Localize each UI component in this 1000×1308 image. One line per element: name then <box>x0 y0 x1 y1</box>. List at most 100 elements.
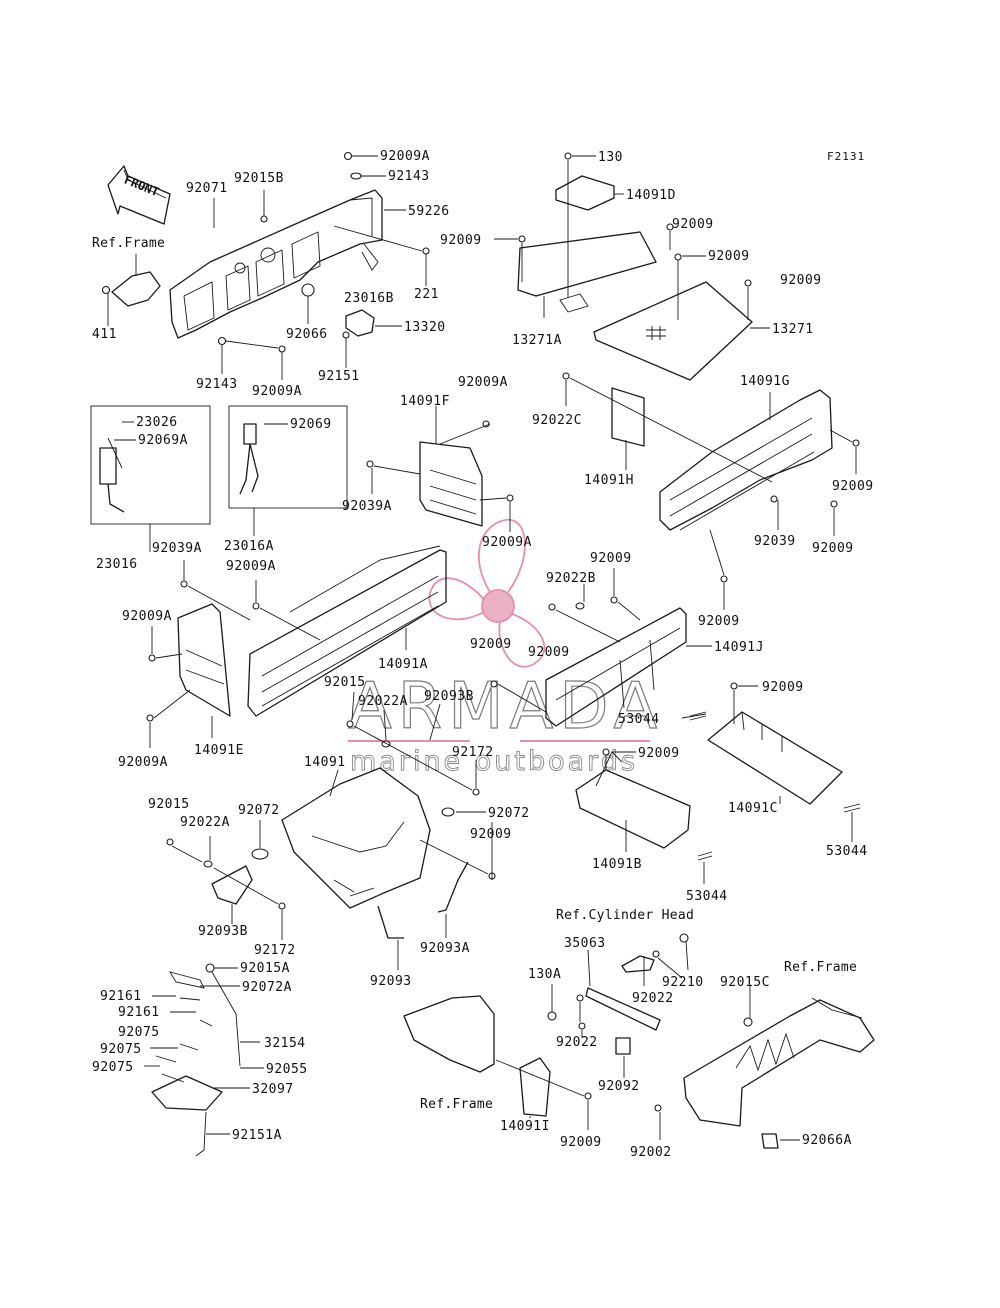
part-center-tray-14091 <box>281 767 431 909</box>
label-92075-c: 92075 <box>92 1060 134 1075</box>
label-92015a: 92015A <box>240 961 290 976</box>
label-92009-e: 92009 <box>832 479 874 494</box>
label-92009a-c: 92009A <box>458 375 508 390</box>
part-frame-crossmember <box>683 997 875 1127</box>
label-130a: 130A <box>528 967 561 982</box>
label-92009-k: 92009 <box>762 680 804 695</box>
label-92009-a: 92009 <box>672 217 714 232</box>
label-35063: 35063 <box>564 936 606 951</box>
ref-frame-left: Ref.Frame <box>92 236 165 251</box>
part-side-panel-14091f <box>419 441 483 527</box>
label-23026: 23026 <box>136 415 178 430</box>
part-cover-14091d <box>555 175 615 211</box>
leader-lines <box>107 155 857 1141</box>
part-tailgate-14091j <box>545 607 687 727</box>
ref-cylinder-head: Ref.Cylinder Head <box>556 908 694 923</box>
propeller-logo <box>428 519 546 668</box>
part-relay-23016 <box>99 447 125 513</box>
part-labels: 92071 92015B 92009A 92143 59226 221 411 … <box>92 149 874 1160</box>
label-92009-n: 92009 <box>560 1135 602 1150</box>
label-14091e: 14091E <box>194 743 244 758</box>
part-switch-13320 <box>345 309 375 337</box>
label-92161-b: 92161 <box>118 1005 160 1020</box>
label-92015-b: 92015 <box>148 797 190 812</box>
label-14091b: 14091B <box>592 857 642 872</box>
label-92015: 92015 <box>324 675 366 690</box>
label-92009-f: 92009 <box>812 541 854 556</box>
label-221: 221 <box>414 287 439 302</box>
label-92009-h: 92009 <box>470 637 512 652</box>
label-92172: 92172 <box>452 745 494 760</box>
label-130: 130 <box>598 150 623 165</box>
part-panel-14091h <box>611 387 645 447</box>
label-14091j: 14091J <box>714 640 764 655</box>
part-frame-bracket-left <box>111 271 161 307</box>
label-92022-b: 92022 <box>556 1035 598 1050</box>
part-floor-plate-13271a <box>517 231 657 313</box>
label-92039a: 92039A <box>342 499 392 514</box>
label-59226: 59226 <box>408 204 450 219</box>
label-14091a: 14091A <box>378 657 428 672</box>
label-13271: 13271 <box>772 322 814 337</box>
label-92039: 92039 <box>754 534 796 549</box>
part-rod-92093 <box>377 905 404 939</box>
part-shaft-35063 <box>585 987 661 1031</box>
label-92009a-e: 92009A <box>226 559 276 574</box>
label-23016a: 23016A <box>224 539 274 554</box>
label-92151a: 92151A <box>232 1128 282 1143</box>
diagram-code: F2131 <box>827 150 865 163</box>
label-92161-a: 92161 <box>100 989 142 1004</box>
label-92009a-d: 92009A <box>482 535 532 550</box>
part-rod-92093a <box>437 861 469 913</box>
part-pedal-group <box>151 971 241 1157</box>
watermark: ARMADA marine outboards <box>347 519 658 777</box>
part-skid-plate-14091c <box>707 711 843 805</box>
label-92055: 92055 <box>266 1062 308 1077</box>
part-side-rail-14091a <box>247 545 447 717</box>
part-bracket-14091i <box>519 1057 551 1117</box>
part-frame-bottom <box>403 995 495 1073</box>
ref-frame-bottom: Ref.Frame <box>420 1097 493 1112</box>
label-92072-b: 92072 <box>488 806 530 821</box>
label-92009-j: 92009 <box>698 614 740 629</box>
label-92143: 92143 <box>388 169 430 184</box>
label-92066: 92066 <box>286 327 328 342</box>
label-92071: 92071 <box>186 181 228 196</box>
label-92075-b: 92075 <box>100 1042 142 1057</box>
label-411: 411 <box>92 327 117 342</box>
label-92093: 92093 <box>370 974 412 989</box>
label-92022-a: 92022 <box>632 991 674 1006</box>
label-92009-c: 92009 <box>708 249 750 264</box>
label-92039a-b: 92039A <box>152 541 202 556</box>
label-92092: 92092 <box>598 1079 640 1094</box>
front-marker: FRONT <box>122 173 161 200</box>
label-92093b-b: 92093B <box>198 924 248 939</box>
front-arrow-icon: FRONT <box>107 165 171 225</box>
part-clip-92066a <box>761 1133 779 1149</box>
label-92151: 92151 <box>318 369 360 384</box>
label-92009-i: 92009 <box>528 645 570 660</box>
label-14091i: 14091I <box>500 1119 550 1134</box>
part-harness-23016a <box>239 423 259 495</box>
label-92093a: 92093A <box>420 941 470 956</box>
label-92009-m: 92009 <box>470 827 512 842</box>
label-92009a-b: 92009A <box>252 384 302 399</box>
label-92069a: 92069A <box>138 433 188 448</box>
label-92015c: 92015C <box>720 975 770 990</box>
label-92075-a: 92075 <box>118 1025 160 1040</box>
label-32097: 32097 <box>252 1082 294 1097</box>
label-92009-l: 92009 <box>638 746 680 761</box>
part-plate-92093b <box>211 865 253 905</box>
label-23016b: 23016B <box>344 291 394 306</box>
label-92009-d: 92009 <box>780 273 822 288</box>
label-92022a: 92022A <box>358 694 408 709</box>
label-92210: 92210 <box>662 975 704 990</box>
part-side-rail-14091g <box>659 389 833 531</box>
label-14091c: 14091C <box>728 801 778 816</box>
label-14091h: 14091H <box>584 473 634 488</box>
label-92022c: 92022C <box>532 413 582 428</box>
label-92172-b: 92172 <box>254 943 296 958</box>
label-92009-b: 92009 <box>440 233 482 248</box>
label-13271a: 13271A <box>512 333 562 348</box>
